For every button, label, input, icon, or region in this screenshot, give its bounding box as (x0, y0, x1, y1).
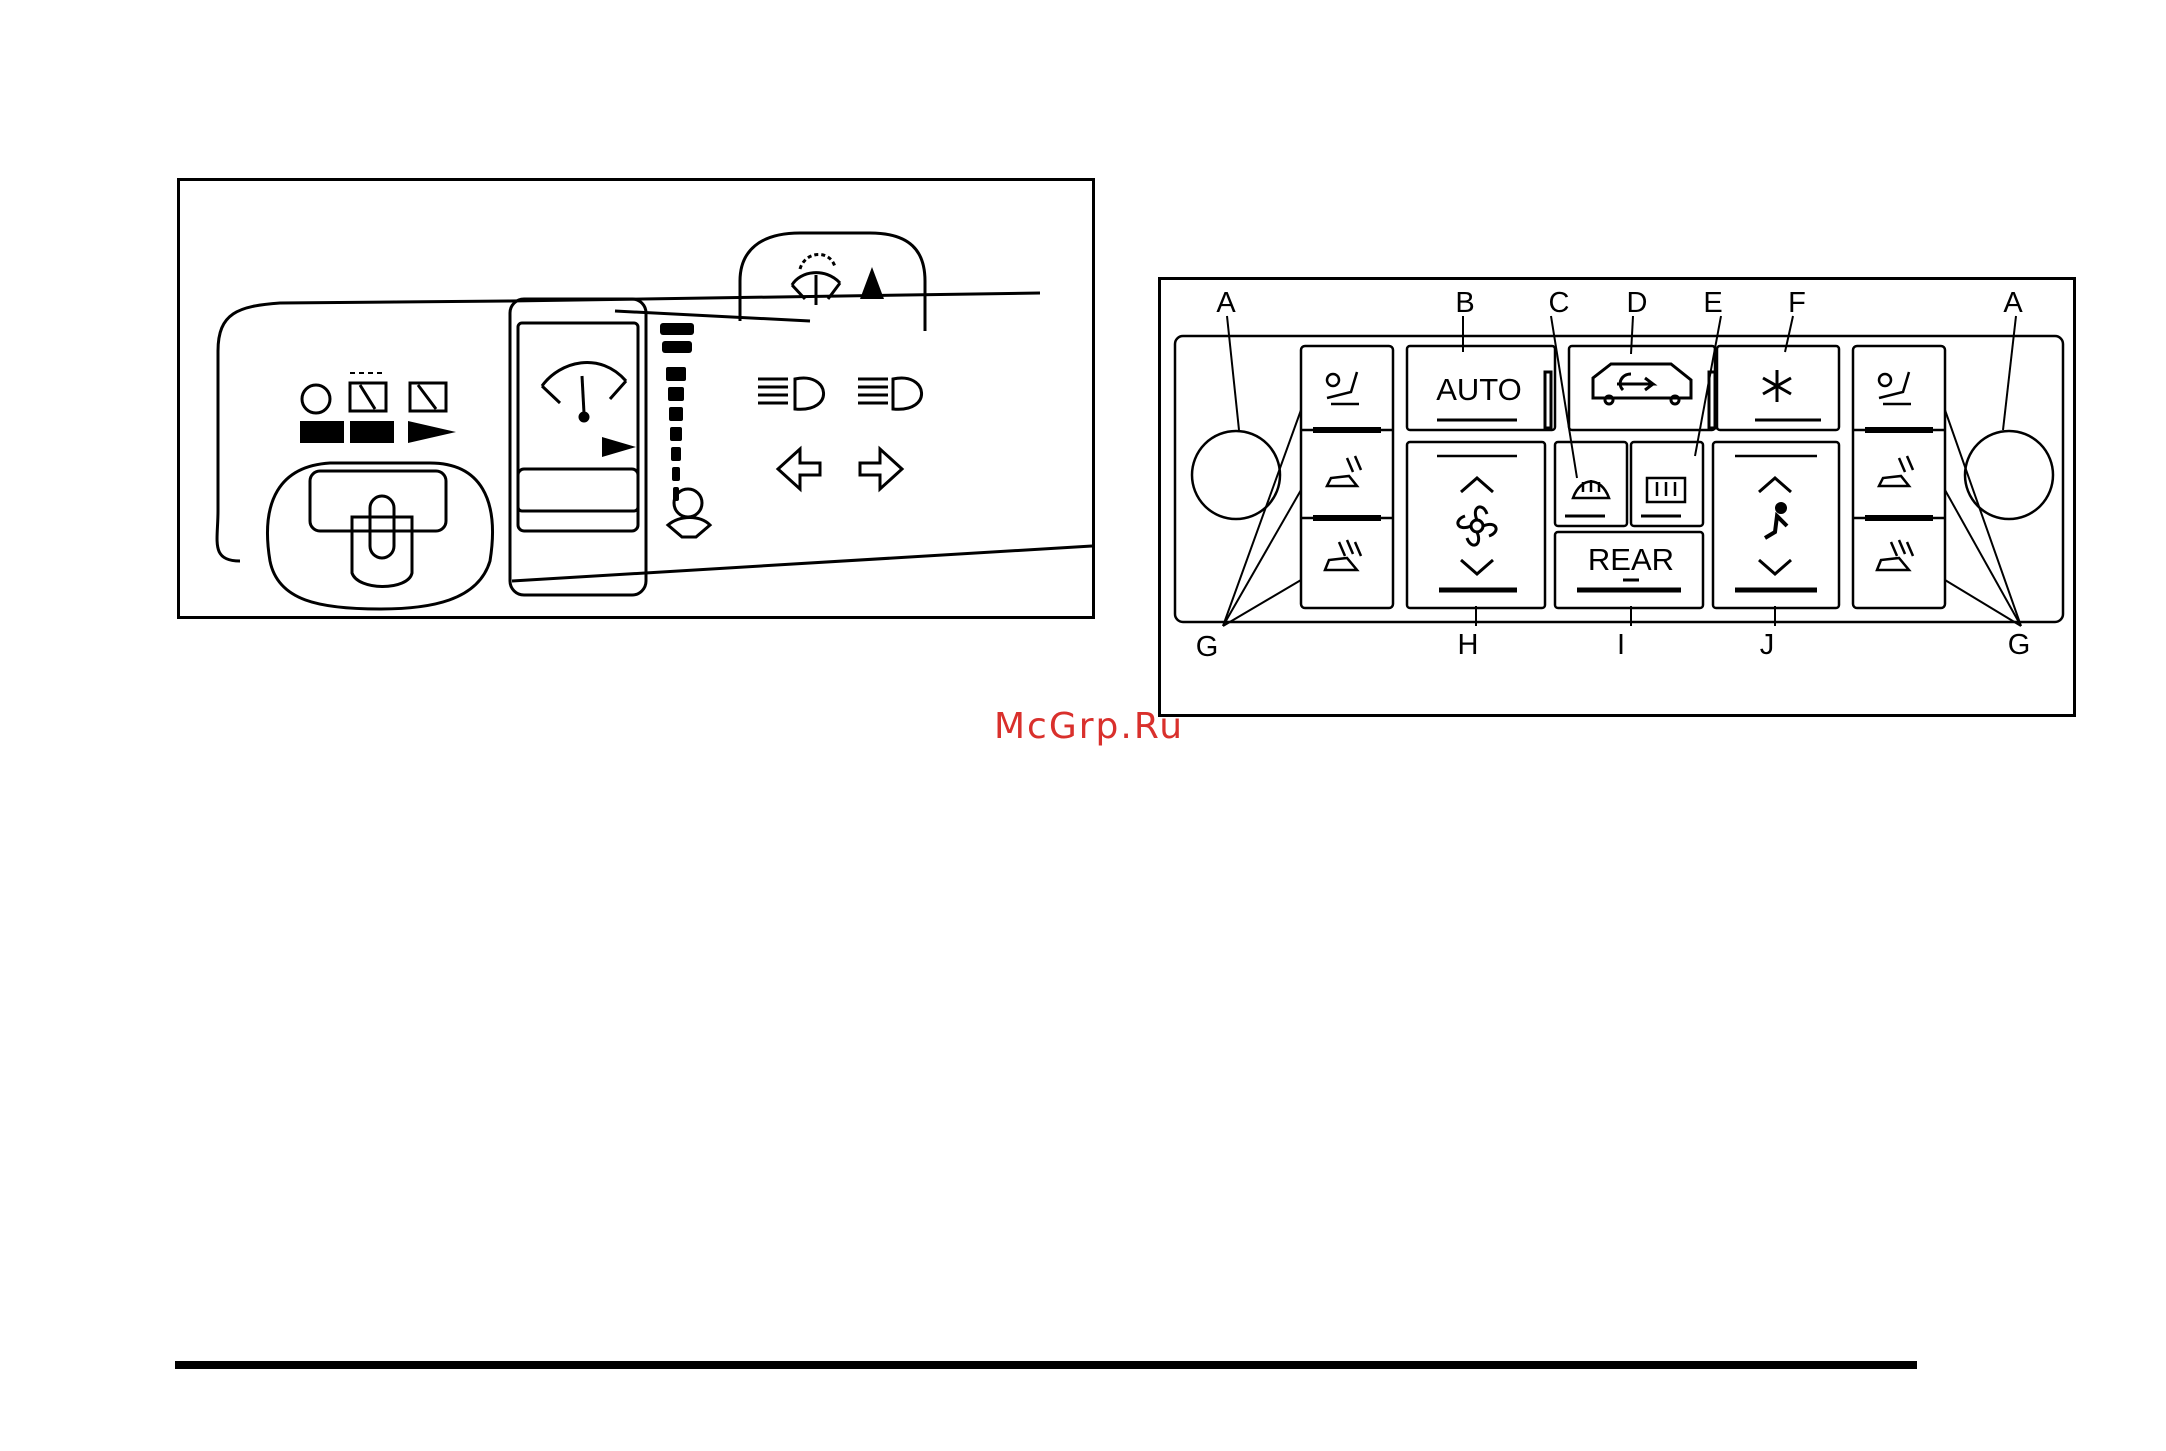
washer-mist-icon (674, 489, 702, 517)
callout-c: C (1549, 287, 1570, 319)
wiper-dial-icon (542, 362, 626, 421)
heated-seat-fan-icon (1327, 372, 1359, 404)
heated-seat-fan-icon-right (1879, 372, 1911, 404)
knob-arrow (602, 437, 636, 457)
callout-i: I (1617, 629, 1625, 661)
mode-up-chevron-icon (1759, 478, 1791, 492)
wiper-speed-bars (660, 323, 694, 501)
front-defrost-icon (1573, 480, 1609, 498)
callout-f: F (1788, 287, 1806, 319)
callout-b: B (1455, 287, 1474, 319)
recirculation-icon (1593, 364, 1691, 404)
seat-heat-high-icon (1325, 540, 1361, 570)
fan-icon (1458, 507, 1496, 545)
mode-down-chevron-icon (1759, 560, 1791, 574)
callout-g-right: G (2008, 629, 2031, 661)
low-beam-icon (758, 378, 824, 409)
rear-defrost-icon (1647, 478, 1685, 502)
recirculation-button (1569, 346, 1715, 430)
wiper-mode-indicators (300, 373, 456, 443)
callout-h: H (1458, 629, 1479, 661)
fan-up-chevron-icon (1461, 478, 1493, 492)
lever-illustration (180, 181, 1092, 616)
warning-triangle-icon (860, 267, 884, 299)
callout-e: E (1703, 287, 1722, 319)
footer-rule (175, 1361, 1917, 1369)
fan-down-chevron-icon (1461, 560, 1493, 574)
high-beam-icon (858, 378, 922, 409)
rear-button-label: REAR (1588, 542, 1674, 577)
multifunction-lever-figure (177, 178, 1095, 619)
washer-button (370, 496, 394, 558)
auto-button-label: AUTO (1436, 372, 1522, 407)
seat-heat-high-icon-right (1877, 540, 1913, 570)
fan-speed-rocker (1407, 442, 1545, 608)
callout-j: J (1760, 629, 1775, 661)
seat-heat-low-icon-right (1879, 456, 1913, 486)
mist-icon (302, 385, 330, 413)
right-arrow-icon (860, 449, 902, 489)
callout-g-left: G (1196, 631, 1219, 663)
climate-panel-illustration: AUTO REAR (1161, 280, 2073, 714)
washer-tab (740, 233, 925, 331)
seat-heat-low-icon (1327, 456, 1361, 486)
washer-spray-icon (668, 518, 710, 538)
air-passenger-icon (1765, 504, 1787, 538)
watermark-text: McGrp.Ru (994, 706, 1184, 747)
climate-control-figure: AUTO REAR (1158, 277, 2076, 717)
callout-a-right: A (2003, 287, 2023, 319)
callout-a-left: A (1216, 287, 1236, 319)
ac-snowflake-icon (1763, 370, 1791, 402)
left-arrow-icon (778, 449, 820, 489)
callout-d: D (1627, 287, 1648, 319)
climate-faceplate (1175, 336, 2063, 622)
